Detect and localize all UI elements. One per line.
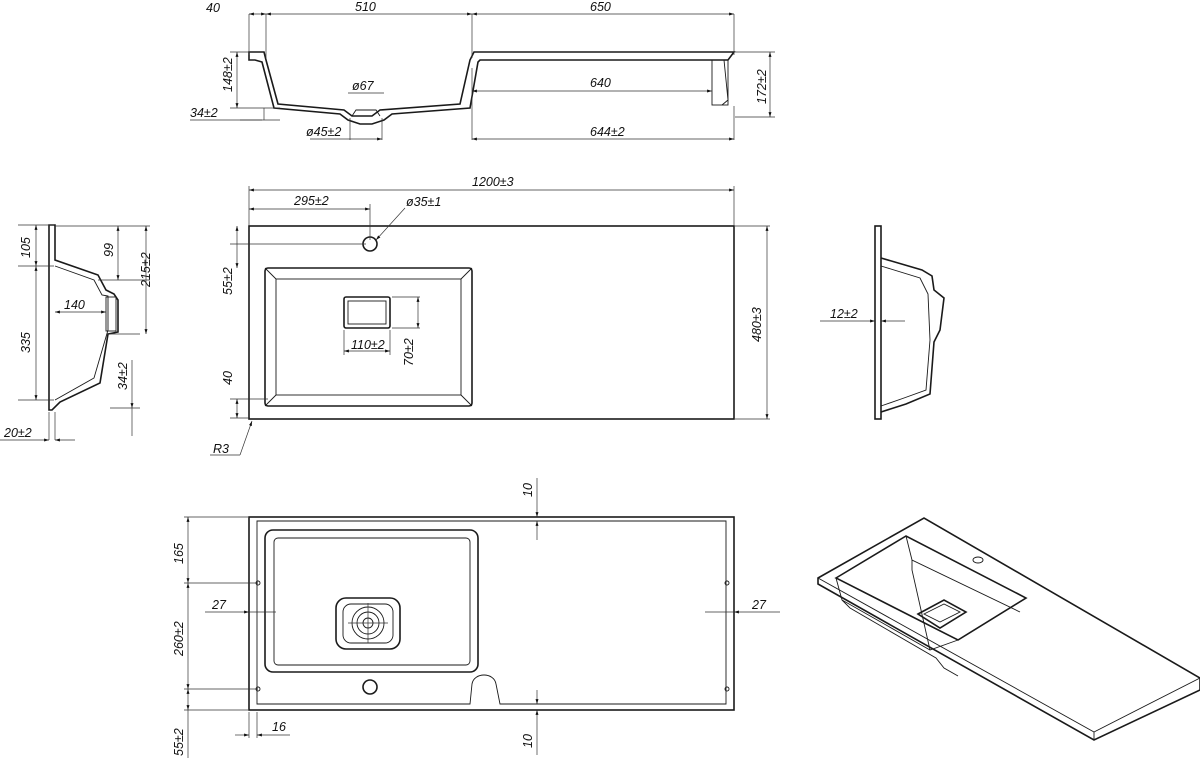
dim-plan-110: 110±2 xyxy=(351,338,385,352)
dim-bot-55: 55±2 xyxy=(172,728,186,756)
dim-plan-70: 70±2 xyxy=(402,338,416,366)
dim-plan-295: 295±2 xyxy=(293,194,329,208)
dim-plan-55: 55±2 xyxy=(221,267,235,295)
dim-plan-40: 40 xyxy=(221,371,235,385)
bottom-plan-view: 10 165 27 27 260±2 16 10 55±2 xyxy=(172,478,780,758)
dim-right-12: 12±2 xyxy=(830,307,858,321)
dim-bot-10-top: 10 xyxy=(521,483,535,497)
dim-top-d45: ø45±2 xyxy=(306,125,341,139)
dim-left-140: 140 xyxy=(64,298,85,312)
dim-top-148: 148±2 xyxy=(221,57,235,92)
dim-top-640: 640 xyxy=(590,76,611,90)
dim-left-99: 99 xyxy=(102,243,116,257)
dim-left-215: 215±2 xyxy=(139,252,153,288)
dim-top-644: 644±2 xyxy=(590,125,625,139)
dim-plan-480: 480±3 xyxy=(750,307,764,342)
dim-top-172: 172±2 xyxy=(755,69,769,104)
dim-bot-165: 165 xyxy=(172,543,186,564)
dim-plan-1200: 1200±3 xyxy=(472,175,514,189)
dim-left-20: 20±2 xyxy=(3,426,32,440)
right-side-section: 12±2 xyxy=(820,225,945,420)
front-section-view: 40 510 650 148±2 34±2 ø67 640 172±2 ø45±… xyxy=(190,0,775,141)
dim-bot-260: 260±2 xyxy=(172,621,186,657)
dim-top-650: 650 xyxy=(590,0,611,14)
dim-left-335: 335 xyxy=(19,332,33,353)
dim-left-105: 105 xyxy=(19,237,33,258)
dim-top-510: 510 xyxy=(355,0,376,14)
dim-top-d67: ø67 xyxy=(352,79,375,93)
left-side-section: 105 99 215±2 140 335 34±2 20±2 xyxy=(0,224,153,442)
dim-bot-27-left: 27 xyxy=(211,598,227,612)
plan-view: 1200±3 295±2 ø35±1 55±2 110±2 70±2 480±3… xyxy=(210,175,770,456)
dim-plan-d35: ø35±1 xyxy=(406,195,441,209)
isometric-view xyxy=(817,517,1200,741)
dim-left-34: 34±2 xyxy=(116,362,130,390)
dim-bot-10-bottom: 10 xyxy=(521,734,535,748)
dim-top-40: 40 xyxy=(206,1,220,15)
dim-plan-r3: R3 xyxy=(213,442,229,456)
dim-top-34: 34±2 xyxy=(190,106,218,120)
dim-bot-16: 16 xyxy=(272,720,286,734)
dim-bot-27-right: 27 xyxy=(751,598,767,612)
